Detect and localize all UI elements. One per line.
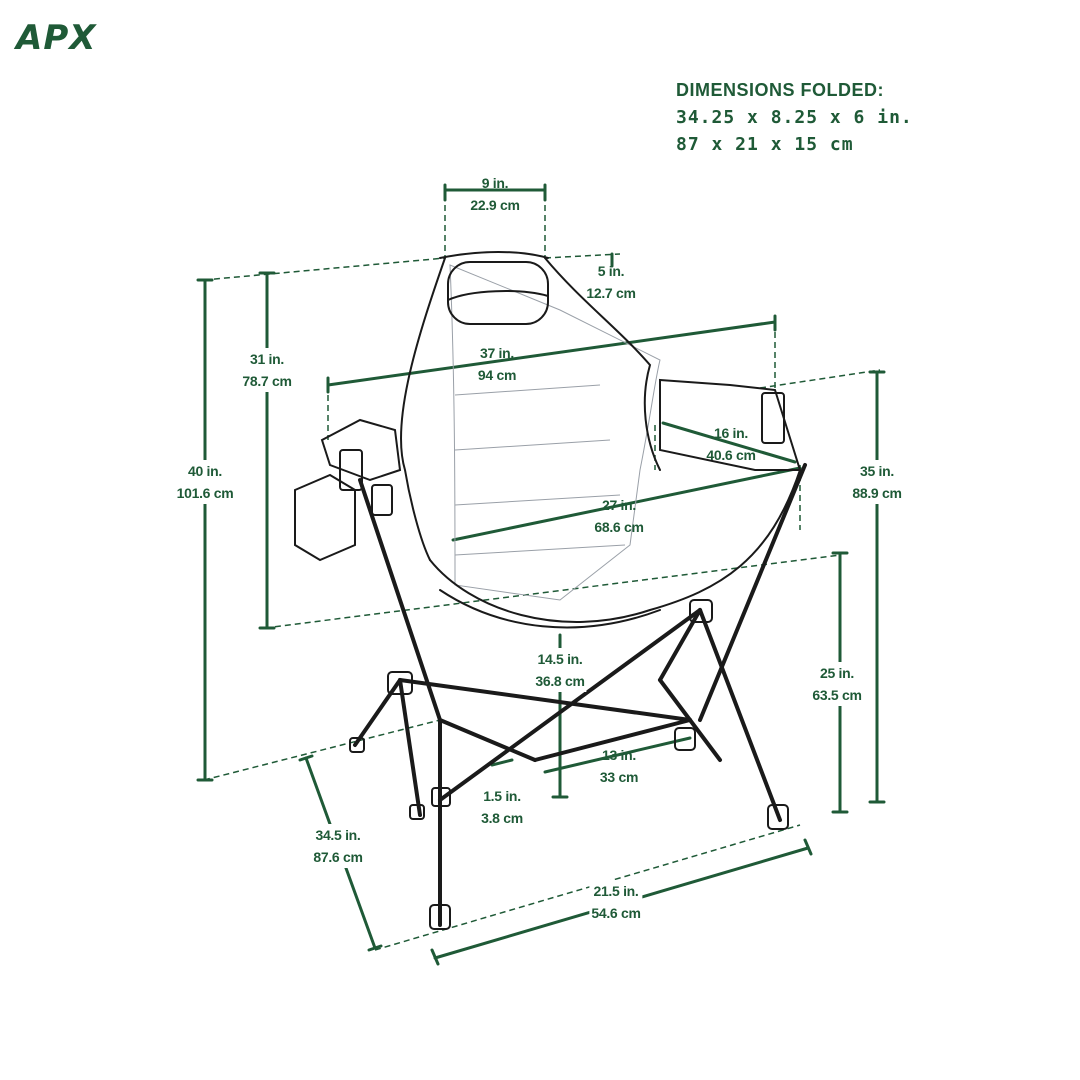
base-depth-in: 34.5 in. xyxy=(315,827,361,843)
folded-dimensions: DIMENSIONS FOLDED: 34.25 x 8.25 x 6 in. … xyxy=(676,80,913,155)
base-depth-label: 34.5 in. 87.6 cm xyxy=(311,824,365,868)
folded-title: DIMENSIONS FOLDED: xyxy=(676,80,885,100)
rail-span-in: 13 in. xyxy=(601,747,636,763)
apx-logo: APX xyxy=(16,18,97,58)
seat-height-cm: 63.5 cm xyxy=(812,687,862,703)
rail-tube-label: 1.5 in. 3.8 cm xyxy=(481,785,523,829)
base-width-label: 21.5 in. 54.6 cm xyxy=(589,880,643,924)
back-height-in: 31 in. xyxy=(250,351,284,367)
seat-height-in: 25 in. xyxy=(820,665,854,681)
headrest-width-cm: 22.9 cm xyxy=(470,197,520,213)
base-width-cm: 54.6 cm xyxy=(591,905,641,921)
folded-metric: 87 x 21 x 15 cm xyxy=(676,134,854,155)
seat-height-label: 25 in. 63.5 cm xyxy=(810,662,864,706)
arm-height-cm: 88.9 cm xyxy=(852,485,902,501)
base-width-in: 21.5 in. xyxy=(593,883,639,899)
arm-depth-in: 16 in. xyxy=(714,425,748,441)
folded-imperial: 34.25 x 8.25 x 6 in. xyxy=(676,107,913,128)
overall-width-in: 37 in. xyxy=(479,345,514,361)
back-height-label: 31 in. 78.7 cm xyxy=(240,348,294,392)
rail-span-label: 13 in. 33 cm xyxy=(599,744,639,788)
headrest-height-label: 5 in. 12.7 cm xyxy=(586,260,636,304)
arm-depth-cm: 40.6 cm xyxy=(706,447,756,463)
arm-depth-label: 16 in. 40.6 cm xyxy=(706,422,756,466)
seat-width-cm: 68.6 cm xyxy=(594,519,644,535)
headrest-width-label: 9 in. 22.9 cm xyxy=(470,172,520,216)
seat-width-in: 27 in. xyxy=(602,497,636,513)
back-height-cm: 78.7 cm xyxy=(242,373,292,389)
seat-height-front-label: 14.5 in. 36.8 cm xyxy=(533,648,587,692)
headrest-width-in: 9 in. xyxy=(481,175,509,191)
overall-width-cm: 94 cm xyxy=(477,367,517,383)
overall-width-label: 37 in. 94 cm xyxy=(477,342,517,386)
headrest-height-in: 5 in. xyxy=(597,263,625,279)
rail-tube-in: 1.5 in. xyxy=(483,788,521,804)
seat-width-label: 27 in. 68.6 cm xyxy=(594,494,644,538)
chair-illustration xyxy=(294,251,807,930)
seat-height-front-in: 14.5 in. xyxy=(537,651,583,667)
headrest-height-cm: 12.7 cm xyxy=(586,285,636,301)
base-depth-cm: 87.6 cm xyxy=(313,849,363,865)
arm-height-label: 35 in. 88.9 cm xyxy=(850,460,904,504)
total-height-in: 40 in. xyxy=(187,463,222,479)
rail-tube-cm: 3.8 cm xyxy=(481,810,523,826)
rail-span-cm: 33 cm xyxy=(599,769,639,785)
dimension-lines xyxy=(196,183,886,966)
total-height-label: 40 in. 101.6 cm xyxy=(174,460,236,504)
seat-height-front-cm: 36.8 cm xyxy=(535,673,585,689)
arm-height-in: 35 in. xyxy=(860,463,894,479)
total-height-cm: 101.6 cm xyxy=(176,485,234,501)
